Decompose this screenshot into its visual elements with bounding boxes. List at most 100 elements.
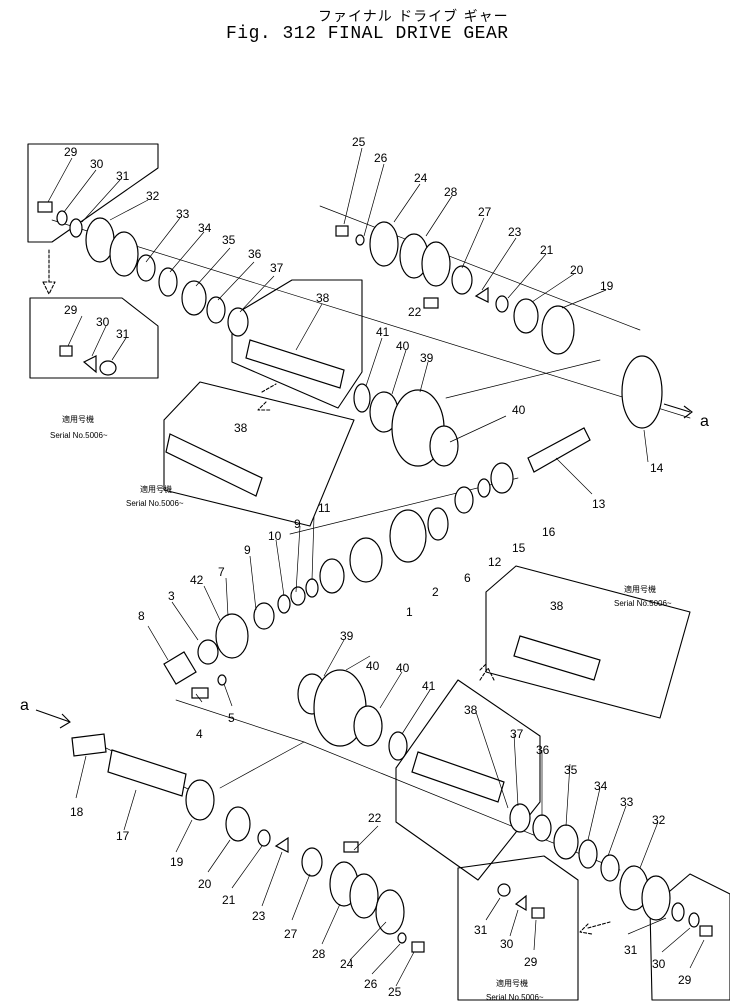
part-callout-31-3: 31 xyxy=(474,923,488,937)
serial-note-1: Serial No.5006~ xyxy=(50,431,108,440)
bevel-gear-14 xyxy=(621,355,663,429)
washer-30-serial xyxy=(82,355,97,374)
o-ring-7 xyxy=(253,602,275,630)
serial-note-3: Serial No.5006~ xyxy=(614,599,672,608)
snap-ring-34-lower xyxy=(578,839,598,869)
bearing-36-upper xyxy=(206,296,226,324)
part-callout-14-1: 14 xyxy=(650,461,664,475)
shim-9-b xyxy=(277,594,291,614)
part-callout-6-1: 6 xyxy=(464,571,471,585)
part-callout-28-1: 28 xyxy=(312,947,326,961)
part-callout-25-1: 25 xyxy=(388,985,402,999)
plate-31-upper xyxy=(69,218,83,238)
reference-arrow-lower xyxy=(35,709,71,729)
part-callout-23-2: 23 xyxy=(508,225,522,239)
bearing-40-upper-b xyxy=(429,425,459,467)
part-callout-31-1: 31 xyxy=(116,169,130,183)
bearing-35-lower xyxy=(553,824,579,860)
part-callout-22-2: 22 xyxy=(408,305,422,319)
part-callout-31-2: 31 xyxy=(116,327,130,341)
part-callout-32-2: 32 xyxy=(652,813,666,827)
part-callout-35-2: 35 xyxy=(564,763,578,777)
o-ring-6 xyxy=(427,507,449,541)
part-callout-13-1: 13 xyxy=(592,497,606,511)
part-callout-16-1: 16 xyxy=(542,525,556,539)
bolt-29-lower xyxy=(699,925,713,937)
snap-ring-15 xyxy=(477,478,491,498)
part-callout-33-2: 33 xyxy=(620,795,634,809)
part-callout-17-1: 17 xyxy=(116,829,130,843)
pinion-shaft-13 xyxy=(527,427,591,473)
part-callout-40-3: 40 xyxy=(366,659,380,673)
coupling-8 xyxy=(163,651,197,685)
part-callout-4-1: 4 xyxy=(196,727,203,741)
plate-31-serial-lower xyxy=(497,883,511,897)
bolt-25-lower xyxy=(411,941,425,953)
part-callout-29-3: 29 xyxy=(524,955,538,969)
serial-note-jp-2: 適用号機 xyxy=(140,484,172,494)
shaft-38-serial-upper xyxy=(165,433,263,497)
washer-5 xyxy=(217,674,227,686)
plate-21-upper xyxy=(495,295,509,313)
bearing-36-lower xyxy=(532,814,552,842)
bolt-22-upper xyxy=(423,297,439,309)
bolt-29-serial-lower xyxy=(531,907,545,919)
plate-31-lower xyxy=(671,902,685,922)
part-callout-19-2: 19 xyxy=(600,279,614,293)
bearing-33-upper xyxy=(136,254,156,282)
washer-26-lower xyxy=(397,932,407,944)
part-callout-42-1: 42 xyxy=(190,573,204,587)
bolt-22-lower xyxy=(343,841,359,853)
shaft-38-upper xyxy=(245,339,345,389)
part-callout-27-1: 27 xyxy=(284,927,298,941)
part-callout-30-3: 30 xyxy=(500,937,514,951)
part-callout-34-1: 34 xyxy=(198,221,212,235)
bearing-40-lower-b xyxy=(353,705,383,747)
part-callout-29-4: 29 xyxy=(678,973,692,987)
part-callout-38-2: 38 xyxy=(234,421,248,435)
serial-note-jp-4: 適用号機 xyxy=(496,978,528,988)
o-ring-27-lower xyxy=(301,847,323,877)
part-callout-33-1: 33 xyxy=(176,207,190,221)
part-callout-22-1: 22 xyxy=(368,811,382,825)
bearing-20-upper xyxy=(513,298,539,334)
part-callout-21-2: 21 xyxy=(540,243,554,257)
serial-note-2: Serial No.5006~ xyxy=(126,499,184,508)
snap-ring-41-upper xyxy=(353,383,371,413)
bolt-29-upper xyxy=(37,201,53,213)
figure-title: Fig. 312 FINAL DRIVE GEAR xyxy=(226,24,509,44)
part-callout-32-1: 32 xyxy=(146,189,160,203)
washer-30-serial-lower xyxy=(514,894,527,912)
part-callout-19-1: 19 xyxy=(170,855,184,869)
reference-label-upper: a xyxy=(700,413,709,430)
part-callout-35-1: 35 xyxy=(222,233,236,247)
part-callout-26-1: 26 xyxy=(364,977,378,991)
spacer-10 xyxy=(290,586,306,606)
part-callout-37-1: 37 xyxy=(270,261,284,275)
lock-23-lower xyxy=(274,836,289,853)
washer-26-upper xyxy=(355,234,365,246)
part-callout-10-1: 10 xyxy=(268,529,282,543)
part-callout-24-2: 24 xyxy=(414,171,428,185)
part-callout-38-3: 38 xyxy=(550,599,564,613)
washer-30-upper xyxy=(56,210,68,226)
part-callout-12-1: 12 xyxy=(488,555,502,569)
o-ring-27-upper xyxy=(451,265,473,295)
part-callout-20-2: 20 xyxy=(570,263,584,277)
part-callout-30-2: 30 xyxy=(96,315,110,329)
bearing-11 xyxy=(319,558,345,594)
plate-31-serial xyxy=(99,360,117,376)
retainer-1 xyxy=(349,537,383,583)
part-callout-39-1: 39 xyxy=(420,351,434,365)
part-callout-37-2: 37 xyxy=(510,727,524,741)
part-callout-7-1: 7 xyxy=(218,565,225,579)
part-callout-15-1: 15 xyxy=(512,541,526,555)
part-callout-40-2: 40 xyxy=(512,403,526,417)
part-callout-5-1: 5 xyxy=(228,711,235,725)
cage-2 xyxy=(389,509,427,563)
part-callout-29-2: 29 xyxy=(64,303,78,317)
bearing-12 xyxy=(454,486,474,514)
part-callout-38-4: 38 xyxy=(464,703,478,717)
shim-9-a xyxy=(305,578,319,598)
bolt-25-upper xyxy=(335,225,349,237)
